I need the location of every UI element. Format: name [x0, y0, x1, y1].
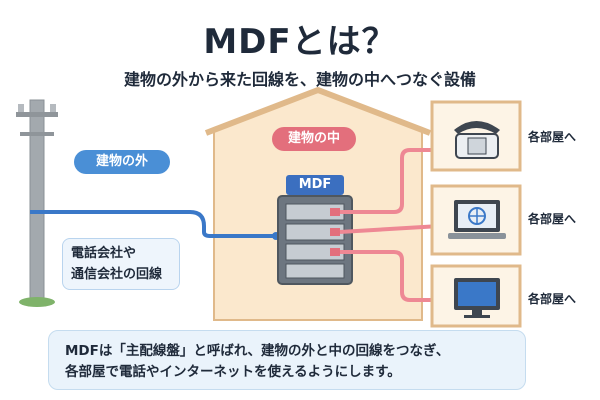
utility-pole — [16, 99, 58, 307]
room-frame-1 — [430, 100, 522, 172]
mdf-label: MDF — [286, 175, 344, 195]
mdf-cabinet — [277, 195, 353, 285]
monitor-icon — [454, 278, 500, 318]
page-subtitle: 建物の外から来た回線を、建物の中へつなぐ設備 — [123, 70, 476, 89]
phone-icon — [454, 121, 500, 159]
footer-line-2: 各部屋で電話やインターネットを使えるようにします。 — [65, 364, 401, 380]
room-frame-3 — [430, 264, 522, 328]
footer-line-1: MDFは「主配線盤」と呼ばれ、建物の外と中の回線をつなぎ、 — [65, 343, 450, 359]
page-title: MDFとは？ — [203, 22, 397, 62]
inside-lines — [339, 148, 441, 302]
inside-label: 建物の中 — [272, 127, 356, 151]
footer-note: MDFは「主配線盤」と呼ばれ、建物の外と中の回線をつなぎ、 各部屋で電話やインタ… — [48, 330, 526, 390]
room-label-1: 各部屋へ — [528, 130, 577, 144]
carrier-line-1: 電話会社や — [71, 246, 137, 261]
room-frame-2 — [430, 184, 522, 256]
carrier-line-2: 通信会社の回線 — [71, 267, 163, 282]
room-label-2: 各部屋へ — [528, 212, 577, 226]
laptop-icon — [448, 200, 506, 239]
room-label-3: 各部屋へ — [528, 292, 577, 306]
outside-line — [30, 210, 276, 238]
carrier-box: 電話会社や 通信会社の回線 — [62, 238, 180, 290]
outside-label: 建物の外 — [74, 150, 170, 174]
